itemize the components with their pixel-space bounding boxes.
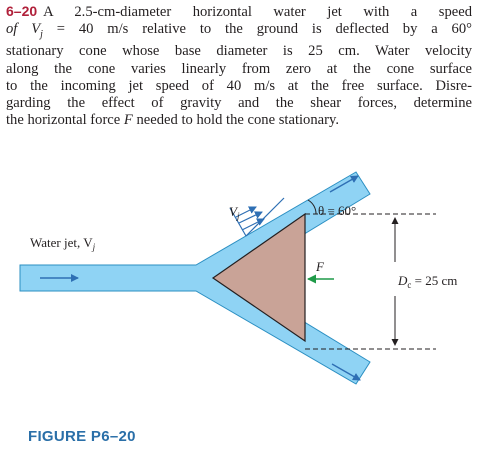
- problem-line-5: to the incoming jet speed of 40 m/s at t…: [6, 77, 472, 94]
- cone: [211, 212, 306, 343]
- label-dc: Dc = 25 cm: [397, 273, 457, 290]
- label-vj: Vj: [229, 204, 240, 221]
- outflow-arrow-lower: [331, 363, 361, 381]
- problem-number: 6–20: [6, 3, 38, 19]
- problem-line-7: the horizontal force F needed to hold th…: [6, 112, 339, 129]
- cone-jet-figure: Vj θ = 60° Water jet, Vj F Dc = 25 cm: [19, 171, 457, 385]
- problem-line-3: stationary cone whose base diameter is 2…: [6, 43, 472, 60]
- problem-line-4: along the cone varies linearly from zero…: [6, 60, 472, 77]
- label-theta: θ = 60°: [318, 203, 356, 218]
- figure-caption: FIGURE P6–20: [28, 428, 136, 445]
- problem-line-6: garding the effect of gravity and the sh…: [6, 94, 472, 111]
- theta-arc: [307, 199, 317, 215]
- outflow-arrow-upper: [329, 175, 359, 193]
- label-water-jet: Water jet, Vj: [30, 235, 96, 252]
- velocity-profile: [229, 197, 285, 237]
- label-force: F: [315, 259, 325, 274]
- problem-line-2: of Vj = 40 m/s relative to the ground is…: [6, 21, 472, 41]
